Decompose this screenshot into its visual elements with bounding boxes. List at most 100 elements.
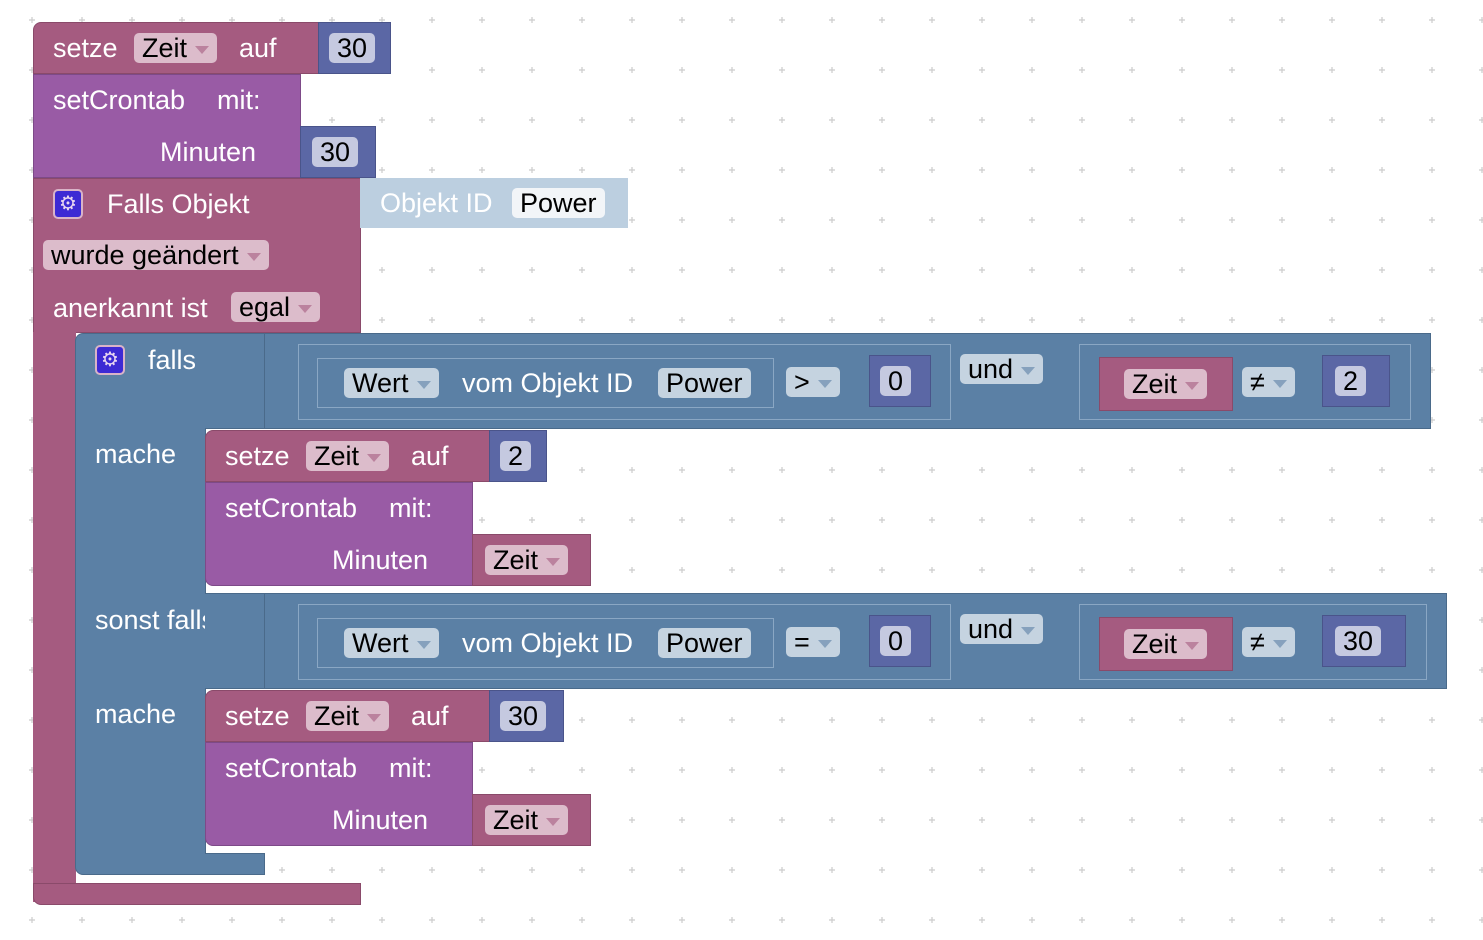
trigger-arm [33, 332, 76, 902]
with-label: mit: [389, 493, 433, 523]
object-value-block[interactable]: Wert vom Objekt ID Power [317, 618, 774, 668]
variable-dropdown[interactable]: Zeit [485, 805, 569, 835]
object-value-block[interactable]: Wert vom Objekt ID Power [317, 358, 774, 408]
chevron-down-icon [416, 380, 431, 389]
object-id-field[interactable]: Power [658, 628, 751, 658]
number-block[interactable]: 0 [869, 615, 931, 667]
and-dropdown[interactable]: und [960, 354, 1044, 384]
number-field[interactable]: 2 [500, 441, 532, 471]
object-id-field[interactable]: Power [512, 188, 605, 218]
value-dropdown[interactable]: Wert [344, 628, 439, 658]
procedure-name: setCrontab [225, 753, 358, 783]
elseif-row [205, 593, 265, 689]
variable-dropdown[interactable]: Zeit [306, 701, 390, 731]
value-dropdown[interactable]: Wert [344, 368, 439, 398]
operator-dropdown[interactable]: = [786, 627, 840, 657]
set-variable-block[interactable]: setze Zeit auf [33, 22, 319, 74]
compare-block[interactable]: Wert vom Objekt ID Power > 0 [298, 344, 951, 420]
variable-name: Zeit [314, 701, 360, 731]
procedure-name: setCrontab [225, 493, 358, 523]
number-field[interactable]: 0 [880, 366, 912, 396]
trigger-block[interactable]: ⚙ Falls Objekt wurde geändert anerkannt … [33, 178, 361, 333]
operator-value: ≠ [1250, 367, 1265, 397]
number-field[interactable]: 30 [500, 701, 547, 731]
with-label: mit: [217, 85, 261, 115]
number-block[interactable]: 2 [489, 430, 547, 482]
setcrontab-block[interactable]: setCrontab mit: Minuten [33, 74, 301, 178]
variable-name: Zeit [493, 545, 539, 575]
chevron-down-icon [1185, 381, 1200, 390]
ack-dropdown[interactable]: egal [231, 292, 321, 322]
event-value: wurde geändert [51, 240, 239, 270]
if-row [205, 333, 265, 429]
number-block[interactable]: 2 [1322, 355, 1390, 407]
operator-dropdown[interactable]: > [786, 367, 840, 397]
ack-value: egal [239, 292, 291, 322]
variable-dropdown[interactable]: Zeit [134, 33, 218, 63]
and-dropdown[interactable]: und [960, 614, 1044, 644]
and-value: und [968, 614, 1014, 644]
number-block[interactable]: 30 [318, 22, 391, 74]
variable-dropdown[interactable]: Zeit [306, 441, 390, 471]
object-id-block[interactable]: Objekt ID Power [360, 178, 628, 228]
setcrontab-block[interactable]: setCrontab mit: Minuten [205, 482, 473, 586]
event-dropdown[interactable]: wurde geändert [43, 240, 269, 270]
object-id-field[interactable]: Power [658, 368, 751, 398]
chevron-down-icon [195, 45, 210, 54]
if-block[interactable]: ⚙ falls mache sonst falls mache [75, 333, 215, 875]
number-field[interactable]: 0 [880, 626, 912, 656]
set-variable-block[interactable]: setze Zeit auf [205, 430, 490, 482]
param-label: Minuten [332, 545, 429, 575]
object-id-label: vom Objekt ID [462, 628, 634, 658]
variable-name: Zeit [1132, 629, 1178, 659]
compare-block[interactable]: Zeit ≠ 30 [1079, 604, 1427, 680]
number-field[interactable]: 30 [312, 137, 359, 167]
operator-value: = [794, 627, 810, 657]
variable-get-block[interactable]: Zeit [472, 794, 591, 846]
variable-name: Zeit [1132, 369, 1178, 399]
variable-get-block[interactable]: Zeit [472, 534, 591, 586]
chevron-down-icon [246, 252, 261, 261]
compare-block[interactable]: Zeit ≠ 2 [1079, 344, 1411, 420]
compare-block[interactable]: Wert vom Objekt ID Power = 0 [298, 604, 951, 680]
variable-dropdown[interactable]: Zeit [1124, 369, 1208, 399]
operator-value: > [794, 367, 810, 397]
number-block[interactable]: 0 [869, 355, 931, 407]
to-label: auf [411, 701, 449, 731]
param-label: Minuten [160, 137, 257, 167]
gear-icon[interactable]: ⚙ [95, 345, 125, 375]
chevron-down-icon [1272, 379, 1287, 388]
if-bottom [205, 853, 265, 875]
chevron-down-icon [546, 557, 561, 566]
chevron-down-icon [546, 817, 561, 826]
and-block[interactable]: Wert vom Objekt ID Power = 0 und Zeit ≠ … [264, 593, 1447, 689]
set-label: setze [225, 701, 290, 731]
object-id-label: Objekt ID [380, 188, 493, 218]
gear-icon[interactable]: ⚙ [53, 189, 83, 219]
chevron-down-icon [1021, 626, 1036, 635]
operator-value: ≠ [1250, 627, 1265, 657]
variable-get-block[interactable]: Zeit [1099, 357, 1233, 411]
setcrontab-block[interactable]: setCrontab mit: Minuten [205, 742, 473, 846]
set-label: setze [225, 441, 290, 471]
operator-dropdown[interactable]: ≠ [1242, 367, 1295, 397]
variable-name: Zeit [314, 441, 360, 471]
variable-dropdown[interactable]: Zeit [1124, 629, 1208, 659]
to-label: auf [239, 33, 277, 63]
number-block[interactable]: 30 [1322, 615, 1406, 667]
number-block[interactable]: 30 [300, 126, 376, 178]
number-field[interactable]: 30 [1335, 626, 1382, 656]
and-block[interactable]: Wert vom Objekt ID Power > 0 und Zeit ≠ … [264, 333, 1431, 429]
number-block[interactable]: 30 [489, 690, 564, 742]
operator-dropdown[interactable]: ≠ [1242, 627, 1295, 657]
variable-name: Zeit [142, 33, 188, 63]
number-field[interactable]: 30 [329, 33, 376, 63]
variable-dropdown[interactable]: Zeit [485, 545, 569, 575]
and-value: und [968, 354, 1014, 384]
number-field[interactable]: 2 [1335, 366, 1367, 396]
set-variable-block[interactable]: setze Zeit auf [205, 690, 490, 742]
param-label: Minuten [332, 805, 429, 835]
variable-name: Zeit [493, 805, 539, 835]
object-id-label: vom Objekt ID [462, 368, 634, 398]
variable-get-block[interactable]: Zeit [1099, 617, 1233, 671]
